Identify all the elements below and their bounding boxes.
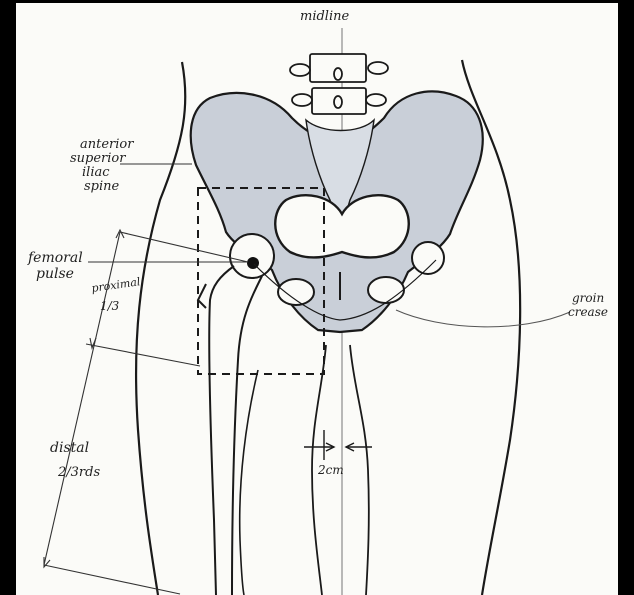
drawing-paper: midline anterior superior iliac spine fe…	[16, 3, 618, 595]
svg-text:superior: superior	[70, 151, 126, 166]
femoral-pulse-label: femoral pulse	[27, 250, 83, 282]
proximal-third-label: proximal 1/3	[91, 275, 142, 313]
pelvis	[191, 91, 483, 332]
two-cm-label: 2cm	[317, 463, 344, 477]
svg-text:crease: crease	[568, 305, 608, 319]
groin-crease-label: groin crease	[568, 291, 608, 319]
svg-text:anterior: anterior	[80, 137, 134, 152]
right-acetabulum	[412, 242, 444, 274]
anatomy-diagram: midline anterior superior iliac spine fe…	[16, 3, 618, 595]
left-outer-thigh-line	[240, 370, 258, 595]
midline-label: midline	[300, 9, 349, 24]
thigh-length-axis	[44, 230, 248, 594]
lumbar-vertebrae	[290, 54, 388, 114]
right-obturator-foramen	[368, 277, 404, 303]
svg-text:distal: distal	[50, 440, 89, 456]
distal-two-thirds-label: distal 2/3rds	[50, 440, 100, 480]
right-inner-leg	[350, 345, 369, 595]
groin-crease-pointer	[396, 310, 570, 327]
svg-text:spine: spine	[84, 179, 120, 194]
left-body-outline	[136, 62, 185, 595]
svg-text:femoral: femoral	[27, 250, 83, 266]
svg-text:groin: groin	[572, 291, 604, 305]
svg-text:2/3rds: 2/3rds	[57, 465, 100, 480]
left-obturator-foramen	[278, 279, 314, 305]
left-femur	[198, 234, 274, 595]
svg-text:pulse: pulse	[36, 266, 74, 282]
asis-label: anterior superior iliac spine	[70, 137, 134, 194]
svg-text:iliac: iliac	[82, 165, 110, 180]
svg-text:1/3: 1/3	[100, 299, 120, 313]
svg-text:proximal: proximal	[91, 275, 142, 295]
